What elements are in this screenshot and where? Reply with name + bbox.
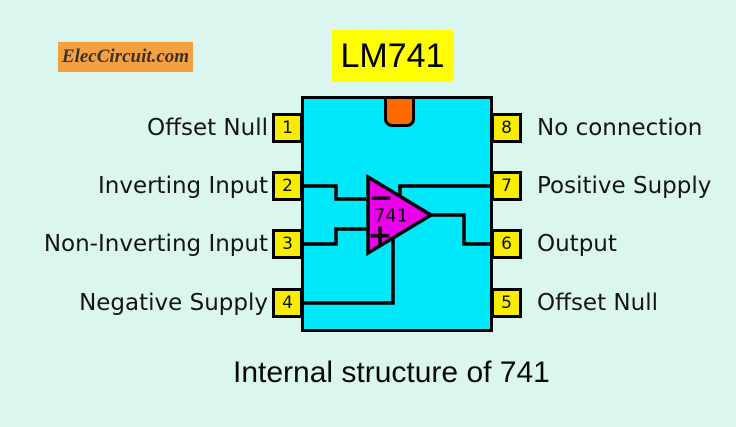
pin4-box: 4 <box>272 288 303 318</box>
pin2-box: 2 <box>272 171 303 201</box>
pin6-label: Output <box>537 231 617 257</box>
pin8-label: No connection <box>537 115 703 141</box>
wire-pin7-to-positive-supply <box>398 184 495 198</box>
pin3-number: 3 <box>282 234 293 254</box>
pin2-label: Inverting Input <box>97 173 268 199</box>
wire-pin2-to-inverting-input <box>300 184 366 201</box>
pin8-number: 8 <box>501 118 512 138</box>
chip-title: LM741 <box>332 30 453 82</box>
eleccircuit-label: ElecCircuit.com <box>61 46 190 67</box>
ic-pin1-notch <box>384 96 415 127</box>
pin1-number: 1 <box>282 118 293 138</box>
pin1-label: Offset Null <box>147 115 268 141</box>
pin3-label: Non-Inverting Input <box>43 231 268 257</box>
pin7-number: 7 <box>501 176 512 196</box>
pin5-box: 5 <box>491 288 522 318</box>
pin8-box: 8 <box>491 113 522 143</box>
pin5-number: 5 <box>501 293 512 313</box>
pin3-box: 3 <box>272 229 303 259</box>
pin4-number: 4 <box>282 293 293 313</box>
pin2-number: 2 <box>282 176 293 196</box>
pin6-box: 6 <box>491 229 522 259</box>
pin7-box: 7 <box>491 171 522 201</box>
eleccircuit-badge: ElecCircuit.com <box>58 42 193 72</box>
diagram-caption: Internal structure of 741 <box>233 356 550 389</box>
opamp-triangle <box>366 173 435 257</box>
opamp-label: 741 <box>374 206 408 227</box>
pin6-number: 6 <box>501 234 512 254</box>
pin7-label: Positive Supply <box>537 173 712 199</box>
opamp-minus-symbol: − <box>368 181 393 216</box>
wire-pin3-to-noninverting-input <box>300 227 366 246</box>
opamp-plus-symbol: + <box>367 219 392 254</box>
pin5-label: Offset Null <box>537 290 658 316</box>
pin1-box: 1 <box>272 113 303 143</box>
wire-pin4-to-negative-supply <box>300 239 395 305</box>
pin4-label: Negative Supply <box>79 290 268 316</box>
wire-output-to-pin6 <box>429 213 495 246</box>
